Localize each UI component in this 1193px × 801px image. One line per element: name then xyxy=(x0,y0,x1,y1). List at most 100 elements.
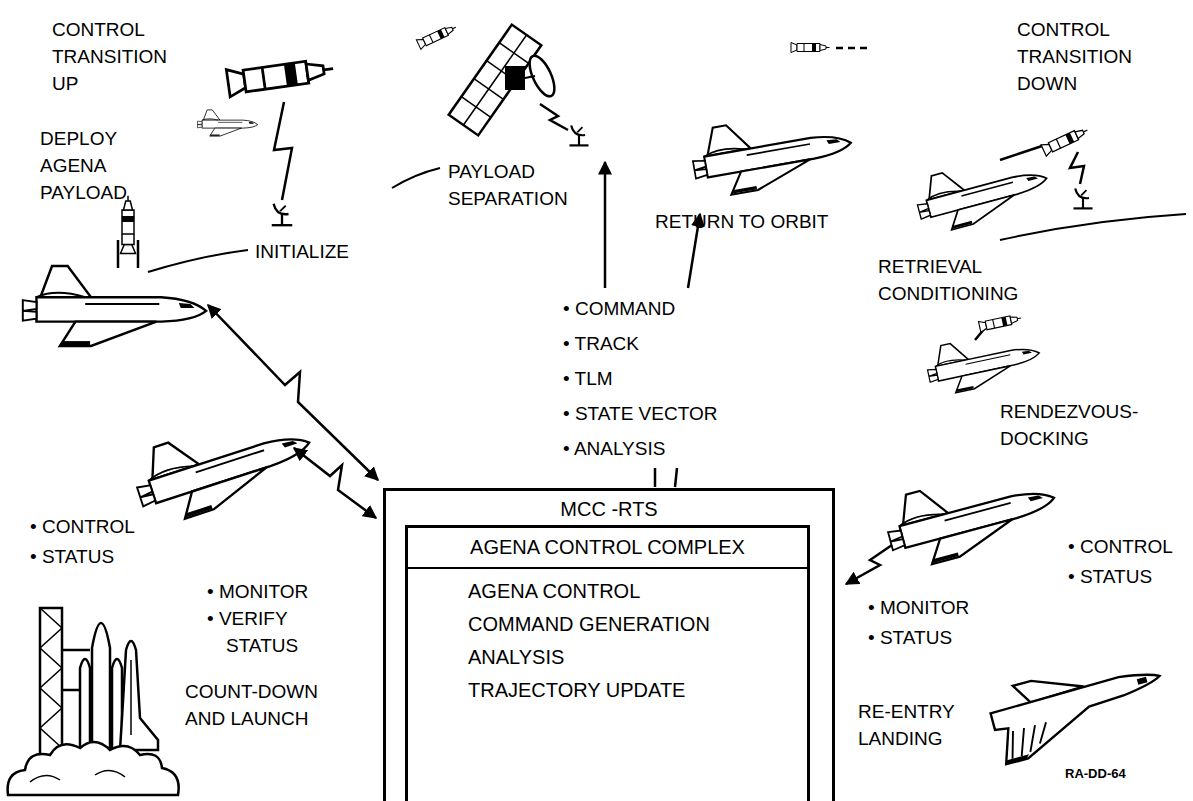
phase-label: RETURN TO ORBIT xyxy=(655,208,828,235)
docking-shuttle xyxy=(923,313,1044,398)
label-box: RA-DD-64 xyxy=(1065,766,1126,782)
launch-pad xyxy=(40,608,62,758)
label-box: RE-ENTRY LANDING xyxy=(858,698,988,752)
transition-down-figure xyxy=(911,147,1053,237)
box-text: TRAJECTORY UPDATE xyxy=(408,674,807,707)
docking-shuttle xyxy=(923,326,1044,398)
satellite-figure xyxy=(525,76,535,78)
launch-pad xyxy=(40,608,62,748)
phase-label: PAYLOAD SEPARATION xyxy=(448,158,568,212)
return-shuttle xyxy=(688,104,856,200)
transition-up-figure xyxy=(198,110,258,136)
phase-label: RENDEZVOUS-DOCKING xyxy=(1000,398,1160,452)
phase-label: • CONTROL xyxy=(1068,533,1173,560)
satellite-figure xyxy=(505,66,525,90)
landing-shuttle xyxy=(1005,754,1030,764)
satellite-figure xyxy=(540,104,568,130)
transition-down-figure xyxy=(1000,146,1042,160)
label-box: INITIALIZE xyxy=(255,238,349,265)
launch-pad xyxy=(8,742,179,795)
transition-up-figure xyxy=(148,250,248,272)
label-box: RENDEZVOUS-DOCKING xyxy=(1000,398,1160,452)
label-box: PAYLOAD SEPARATION xyxy=(448,158,568,212)
link-arrow xyxy=(846,545,892,584)
orbit-shuttle xyxy=(127,401,320,530)
label-box: RETURN TO ORBIT xyxy=(655,208,828,235)
transition-down-figure xyxy=(1041,124,1090,156)
docking-shuttle xyxy=(923,326,1044,398)
phase-label: • MONITOR xyxy=(868,594,969,621)
drawing-number: RA-DD-64 xyxy=(1065,766,1126,782)
satellite-figure xyxy=(416,22,458,49)
launch-pad xyxy=(80,659,90,750)
phase-label: • MONITOR xyxy=(207,578,308,605)
transition-up-figure xyxy=(148,55,335,272)
transition-down-figure xyxy=(1041,124,1090,156)
deploy-shuttle xyxy=(23,196,206,346)
phase-label: INITIALIZE xyxy=(255,238,349,265)
label-box: • STATE VECTOR xyxy=(563,400,717,427)
label-box: • CONTROL xyxy=(30,513,135,540)
return-shuttle xyxy=(688,43,868,201)
label-box: • VERIFY STATUS xyxy=(207,605,327,659)
transition-down-figure xyxy=(911,147,1053,237)
transition-down-figure xyxy=(1073,188,1092,208)
label-box: CONTROL TRANSITION DOWN xyxy=(1017,16,1132,97)
docking-shuttle xyxy=(979,313,1023,333)
satellite-figure xyxy=(416,22,458,49)
label-box: CONTROL TRANSITION UP xyxy=(52,16,167,97)
deploy-shuttle xyxy=(121,196,136,254)
uplink-stub xyxy=(655,468,677,487)
phase-label: • STATUS xyxy=(868,624,952,651)
launch-pad xyxy=(130,660,132,735)
satellite-figure xyxy=(569,125,588,145)
launch-pad xyxy=(92,623,110,748)
phase-label: • TRACK xyxy=(563,330,639,357)
box-heading: MCC -RTS xyxy=(386,491,832,521)
orbit-shuttle xyxy=(880,458,1063,573)
orbit-shuttle xyxy=(127,401,320,530)
phase-label: COUNT-DOWN AND LAUNCH xyxy=(185,678,335,732)
satellite-figure xyxy=(449,25,542,136)
deploy-shuttle xyxy=(23,266,206,346)
label-box: • CONTROL xyxy=(1068,533,1173,560)
phase-label: • ANALYSIS xyxy=(563,435,665,462)
label-box: RETRIEVAL CONDITIONING xyxy=(878,253,1018,307)
box-heading: AGENA CONTROL COMPLEX xyxy=(408,528,807,569)
landing-shuttle xyxy=(990,667,1171,765)
link-arrow xyxy=(294,448,376,518)
deploy-shuttle xyxy=(121,196,136,254)
box-text: AGENA CONTROL xyxy=(408,575,807,608)
control-complex-box: AGENA CONTROL COMPLEX AGENA CONTROLCOMMAN… xyxy=(405,525,810,801)
docking-shuttle xyxy=(979,313,1023,333)
box-text: COMMAND GENERATION xyxy=(408,608,807,641)
phase-label: • TLM xyxy=(563,365,613,392)
phase-label: RETRIEVAL CONDITIONING xyxy=(878,253,1018,307)
phase-label: CONTROL TRANSITION UP xyxy=(52,16,167,97)
launch-pad xyxy=(120,641,158,750)
label-box: DEPLOY AGENA PAYLOAD xyxy=(40,125,127,206)
phase-label: RE-ENTRY LANDING xyxy=(858,698,988,752)
label-box: • MONITOR xyxy=(868,594,969,621)
orbit-shuttle xyxy=(880,458,1063,573)
phase-label: • STATUS xyxy=(1068,563,1152,590)
phase-label: • STATUS xyxy=(30,543,114,570)
box-text: ANALYSIS xyxy=(408,641,807,674)
uplink-arrow xyxy=(604,162,607,288)
label-box: • STATUS xyxy=(868,624,952,651)
control-center-box: MCC -RTSAGENA CONTROL COMPLEXAGENA CONTR… xyxy=(383,488,835,801)
label-box: • ANALYSIS xyxy=(563,435,665,462)
label-box: • STATUS xyxy=(1068,563,1152,590)
phase-label: • STATE VECTOR xyxy=(563,400,717,427)
transition-down-figure xyxy=(1000,214,1186,240)
return-shuttle xyxy=(791,43,830,53)
landing-shuttle xyxy=(985,648,1171,764)
phase-label: CONTROL TRANSITION DOWN xyxy=(1017,16,1132,97)
launch-pad xyxy=(8,608,179,795)
transition-up-figure xyxy=(226,55,335,97)
satellite-figure xyxy=(449,25,542,136)
label-box: • COMMAND xyxy=(563,295,675,322)
return-shuttle xyxy=(688,104,856,200)
phase-label: • CONTROL xyxy=(30,513,135,540)
satellite-figure xyxy=(525,52,560,99)
